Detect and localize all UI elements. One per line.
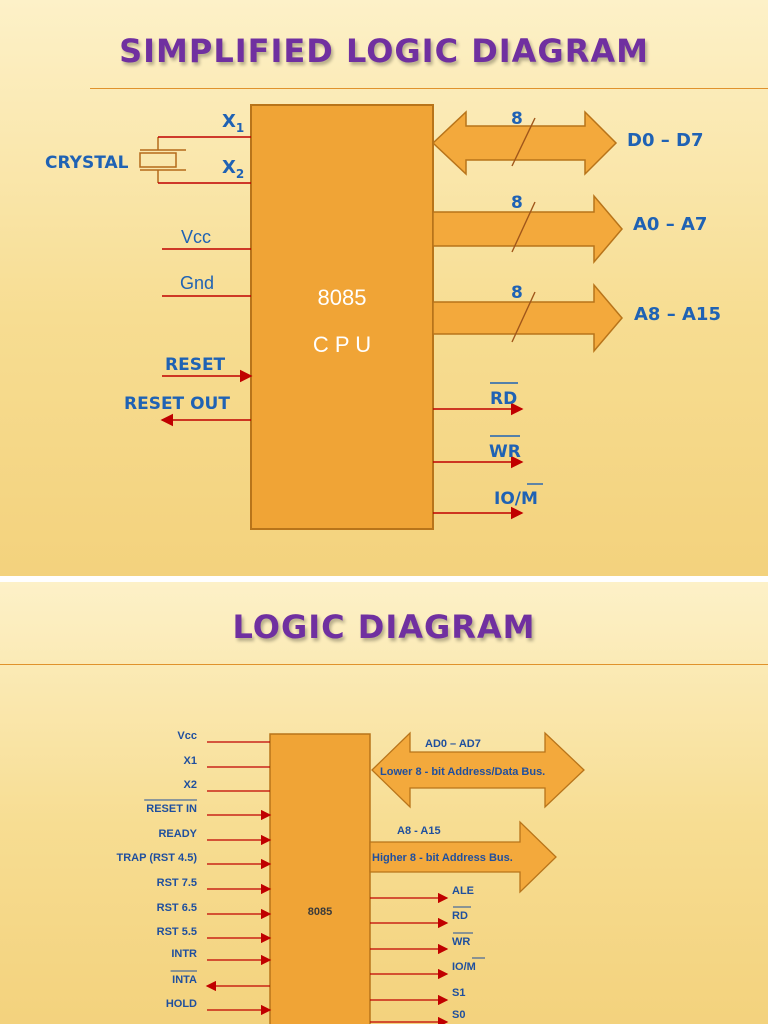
left-pin-label: Vcc (177, 730, 197, 742)
left-pin-label: X1 (184, 755, 197, 767)
cpu-block (250, 104, 434, 530)
wr-label: WR (489, 442, 521, 462)
cpu-label-cpu: C P U (313, 332, 371, 357)
left-pin-label: READY (158, 828, 197, 840)
slide-logic-diagram (0, 582, 768, 1024)
right-pin-label: S0 (452, 1009, 465, 1021)
reset-label: RESET (165, 355, 226, 375)
reset-out-label: RESET OUT (124, 394, 230, 414)
addr-low-bus-slash (511, 201, 536, 253)
a-bus-label: A8 - A15 (397, 825, 441, 837)
right-pin-label: WR (452, 936, 470, 948)
ad-bus-arrow (371, 731, 585, 809)
right-pin-label: S1 (452, 987, 465, 999)
data-bus-width: 8 (511, 109, 523, 129)
left-pin-label: INTA (172, 974, 197, 986)
addr-low-bus-arrow (432, 193, 623, 265)
slide2-title: LOGIC DIAGRAM (232, 608, 536, 646)
addr-high-bus-label: A8 – A15 (634, 304, 721, 325)
right-pin-label: ALE (452, 885, 474, 897)
a-bus-desc: Higher 8 - bit Address Bus. (372, 852, 513, 864)
right-pin-label: IO/M (452, 961, 476, 973)
ad-bus-label: AD0 – AD7 (425, 738, 481, 750)
addr-low-bus-label: A0 – A7 (633, 214, 707, 235)
addr-low-bus-width: 8 (511, 193, 523, 213)
gnd-label: Gnd (180, 273, 214, 293)
cpu-label-8085: 8085 (318, 285, 367, 310)
left-pin-label: RESET IN (146, 803, 197, 815)
slide1-title-rule (90, 88, 768, 89)
iom-label: IO/M (494, 489, 538, 509)
right-pin-label: RD (452, 910, 468, 922)
left-pin-label: RST 7.5 (157, 877, 197, 889)
left-pin-label: INTR (171, 948, 197, 960)
left-pin-label: X2 (184, 779, 197, 791)
a-bus-arrow (369, 820, 557, 894)
vcc-label: Vcc (181, 227, 211, 247)
crystal-label: CRYSTAL (45, 153, 129, 173)
x2-label: X2 (222, 157, 244, 181)
ad-bus-desc: Lower 8 - bit Address/Data Bus. (380, 766, 545, 778)
x1-label: X1 (222, 111, 244, 135)
left-pin-label: RST 6.5 (157, 902, 197, 914)
left-pin-label: RST 5.5 (157, 926, 197, 938)
data-bus-slash (511, 117, 536, 167)
left-pin-label: HOLD (166, 998, 197, 1010)
slide1-title: SIMPLIFIED LOGIC DIAGRAM (119, 32, 649, 70)
slide2-title-rule (0, 664, 768, 665)
chip-label: 8085 (308, 906, 332, 918)
addr-high-bus-width: 8 (511, 283, 523, 303)
data-bus-label: D0 – D7 (627, 130, 703, 151)
data-bus-arrow (431, 110, 618, 176)
rd-label: RD (490, 389, 517, 409)
left-pin-label: TRAP (RST 4.5) (117, 852, 198, 864)
chip-8085-block (269, 733, 371, 1024)
crystal-icon (139, 137, 186, 183)
addr-high-bus-slash (511, 291, 536, 343)
slide-gap (0, 576, 768, 582)
addr-high-bus-arrow (432, 282, 623, 354)
